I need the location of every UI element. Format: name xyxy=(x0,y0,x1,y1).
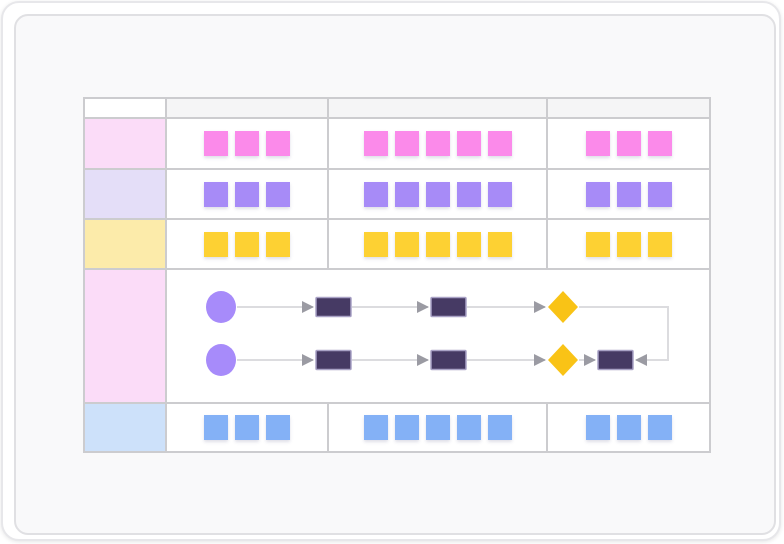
matrix-square xyxy=(394,131,419,156)
gateway-1 xyxy=(548,291,578,323)
matrix-square xyxy=(266,131,290,156)
matrix-square xyxy=(204,131,228,156)
matrix-square xyxy=(266,231,290,257)
swimlane-table xyxy=(83,97,711,453)
matrix-square xyxy=(585,415,610,440)
matrix-square xyxy=(235,231,259,257)
header-cell-1 xyxy=(167,99,327,117)
lane-yellow-cell-2 xyxy=(329,220,546,268)
matrix-square xyxy=(394,231,419,257)
matrix-square xyxy=(585,231,610,257)
matrix-square xyxy=(585,181,610,207)
start-event-1 xyxy=(206,291,236,323)
matrix-square xyxy=(235,181,259,207)
matrix-square xyxy=(585,131,610,156)
lane-purple-label xyxy=(85,170,165,218)
matrix-square xyxy=(363,131,388,156)
edge-gateway1-loop xyxy=(579,306,669,366)
lane-purple-cell-1 xyxy=(167,170,327,218)
matrix-square xyxy=(487,131,512,156)
header-cell-2 xyxy=(329,99,546,117)
matrix-square xyxy=(616,131,641,156)
matrix-square xyxy=(204,181,228,207)
matrix-square xyxy=(204,231,228,257)
matrix-square xyxy=(616,181,641,207)
matrix-square xyxy=(487,181,512,207)
matrix-square xyxy=(616,231,641,257)
task-1b xyxy=(430,296,467,318)
matrix-square xyxy=(425,415,450,440)
lane-pink-cell-1 xyxy=(167,119,327,168)
lane-flow-label xyxy=(85,270,165,402)
lane-flow-cell xyxy=(167,270,709,402)
matrix-square xyxy=(394,181,419,207)
lane-blue-cell-2 xyxy=(329,404,546,451)
matrix-square xyxy=(647,181,672,207)
matrix-square xyxy=(647,415,672,440)
header-cell-3 xyxy=(548,99,709,117)
task-1a xyxy=(315,296,352,318)
matrix-square xyxy=(647,231,672,257)
matrix-square xyxy=(647,131,672,156)
task-2b xyxy=(430,349,467,371)
matrix-square xyxy=(487,415,512,440)
start-event-2 xyxy=(206,344,236,376)
lane-purple-cell-3 xyxy=(548,170,709,218)
lane-blue-cell-1 xyxy=(167,404,327,451)
matrix-square xyxy=(425,181,450,207)
lane-pink-cell-3 xyxy=(548,119,709,168)
matrix-square xyxy=(235,131,259,156)
matrix-square xyxy=(456,231,481,257)
matrix-square xyxy=(456,181,481,207)
lane-yellow-cell-3 xyxy=(548,220,709,268)
matrix-square xyxy=(266,415,290,440)
matrix-square xyxy=(204,415,228,440)
matrix-square xyxy=(363,415,388,440)
task-2c xyxy=(597,349,634,371)
matrix-square xyxy=(456,415,481,440)
matrix-square xyxy=(363,231,388,257)
matrix-square xyxy=(425,231,450,257)
lane-pink-cell-2 xyxy=(329,119,546,168)
matrix-square xyxy=(394,415,419,440)
matrix-square xyxy=(425,131,450,156)
lane-blue-label xyxy=(85,404,165,451)
lane-yellow-label xyxy=(85,220,165,268)
gateway-2 xyxy=(548,344,578,376)
matrix-square xyxy=(616,415,641,440)
matrix-square xyxy=(235,415,259,440)
lane-pink-label xyxy=(85,119,165,168)
matrix-square xyxy=(456,131,481,156)
process-flowchart xyxy=(206,291,669,376)
matrix-square xyxy=(266,181,290,207)
lane-blue-cell-3 xyxy=(548,404,709,451)
lane-yellow-cell-1 xyxy=(167,220,327,268)
task-2a xyxy=(315,349,352,371)
matrix-square xyxy=(363,181,388,207)
matrix-square xyxy=(487,231,512,257)
lane-purple-cell-2 xyxy=(329,170,546,218)
header-corner-cell xyxy=(85,99,165,117)
